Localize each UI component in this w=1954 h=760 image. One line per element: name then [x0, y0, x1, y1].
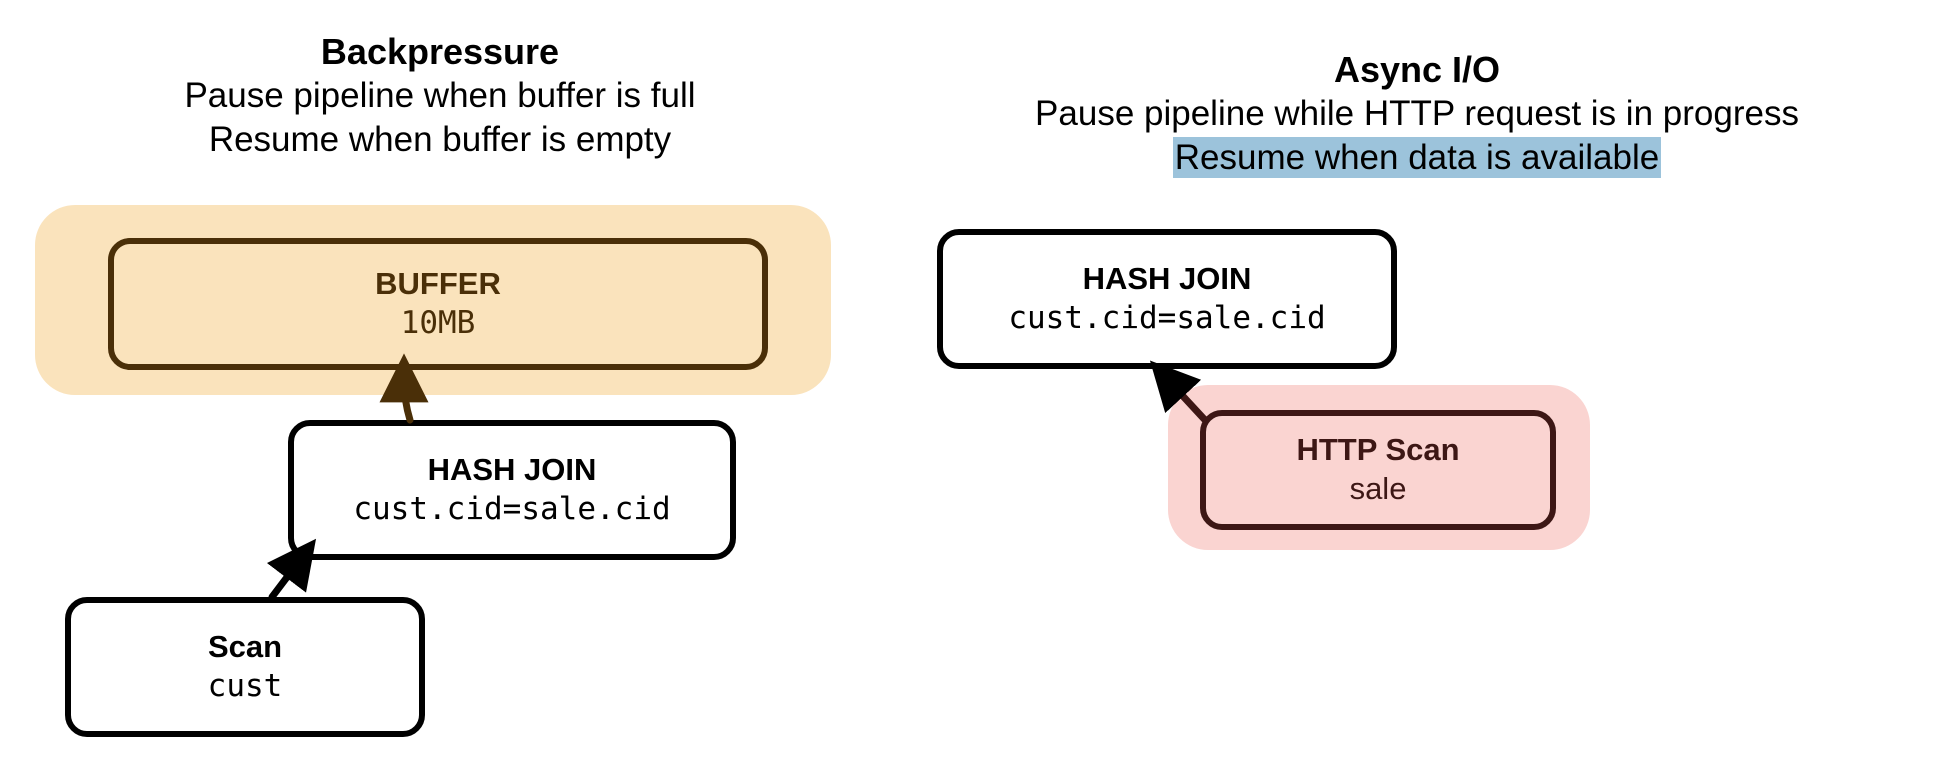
node-buffer[interactable]: BUFFER 10MB	[108, 238, 768, 370]
panel-backpressure-subtitle-1: Pause pipeline when buffer is full	[184, 76, 696, 115]
node-scan[interactable]: Scan cust	[65, 597, 425, 737]
panel-backpressure-subtitle-2: Resume when buffer is empty	[208, 120, 672, 159]
panel-async-io-subtitle-2-highlight: Resume when data is available	[1172, 137, 1662, 178]
panel-async-io-title: Async I/O	[1333, 49, 1501, 90]
node-hash-join-2[interactable]: HASH JOIN cust.cid=sale.cid	[937, 229, 1397, 369]
node-http-scan-detail: sale	[1349, 471, 1407, 506]
node-hash-join-2-title: HASH JOIN	[1082, 261, 1252, 296]
node-hash-join-2-detail: cust.cid=sale.cid	[1008, 300, 1326, 336]
panel-async-io-subtitle-2: Resume when data is available	[880, 136, 1954, 180]
node-buffer-title: BUFFER	[375, 266, 501, 301]
node-scan-detail: cust	[207, 668, 283, 704]
panel-backpressure: Backpressure Pause pipeline when buffer …	[0, 0, 880, 760]
node-hash-join-detail: cust.cid=sale.cid	[353, 491, 671, 527]
panel-backpressure-heading: Backpressure Pause pipeline when buffer …	[0, 30, 880, 162]
node-buffer-detail: 10MB	[400, 305, 476, 341]
buffer-highlight-region	[35, 205, 831, 395]
panel-async-io-heading: Async I/O Pause pipeline while HTTP requ…	[880, 48, 1954, 180]
panel-async-io-subtitle-1: Pause pipeline while HTTP request is in …	[1035, 94, 1799, 133]
panel-backpressure-title: Backpressure	[320, 31, 560, 72]
node-http-scan[interactable]: HTTP Scan sale	[1200, 410, 1556, 530]
panel-async-io: Async I/O Pause pipeline while HTTP requ…	[880, 0, 1954, 760]
node-hash-join[interactable]: HASH JOIN cust.cid=sale.cid	[288, 420, 736, 560]
node-http-scan-title: HTTP Scan	[1296, 432, 1460, 467]
node-hash-join-title: HASH JOIN	[427, 452, 597, 487]
node-scan-title: Scan	[207, 629, 283, 664]
